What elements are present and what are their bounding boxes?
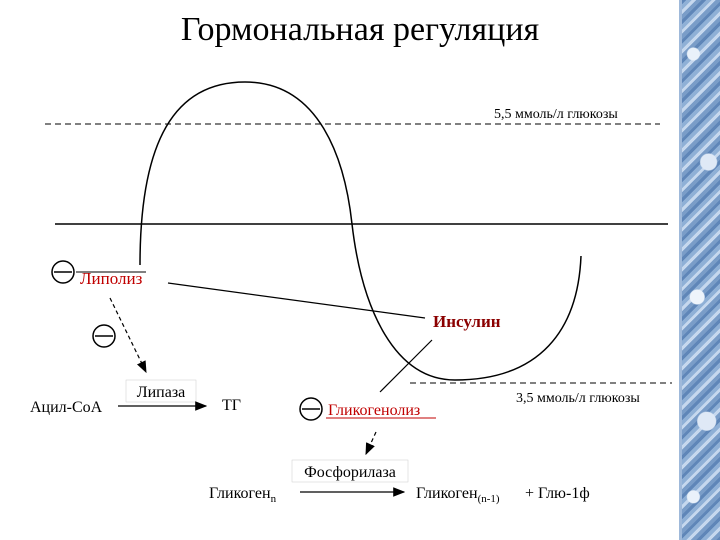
glucose-low-label: 3,5 ммоль/л глюкозы [516, 391, 640, 406]
page-title: Гормональная регуляция [181, 11, 540, 48]
acyl-coa-label: Ацил-CoA [30, 399, 103, 416]
insulin-glycogenolysis-line [380, 340, 432, 392]
glycogen-n1-label: Гликоген(n-1) [416, 485, 500, 505]
lipolysis-insulin-line [168, 283, 425, 318]
glu1p-label: + Глю-1ф [525, 485, 590, 502]
glucose-high-label: 5,5 ммоль/л глюкозы [494, 107, 618, 122]
insulin-label: Инсулин [433, 312, 501, 331]
glycogen-n-label: Гликогенn [209, 485, 277, 505]
glucose-curve [140, 82, 581, 380]
lipolysis-label: Липолиз [80, 269, 143, 288]
glycogenolysis-label: Гликогенолиз [328, 402, 420, 419]
phosphorylase-label: Фосфорилаза [304, 464, 396, 481]
frost-border-decoration [682, 0, 720, 540]
tg-label: ТГ [222, 397, 241, 414]
glycogenolysis-phosphorylase-arrow [366, 432, 376, 454]
lipase-label: Липаза [137, 384, 186, 401]
